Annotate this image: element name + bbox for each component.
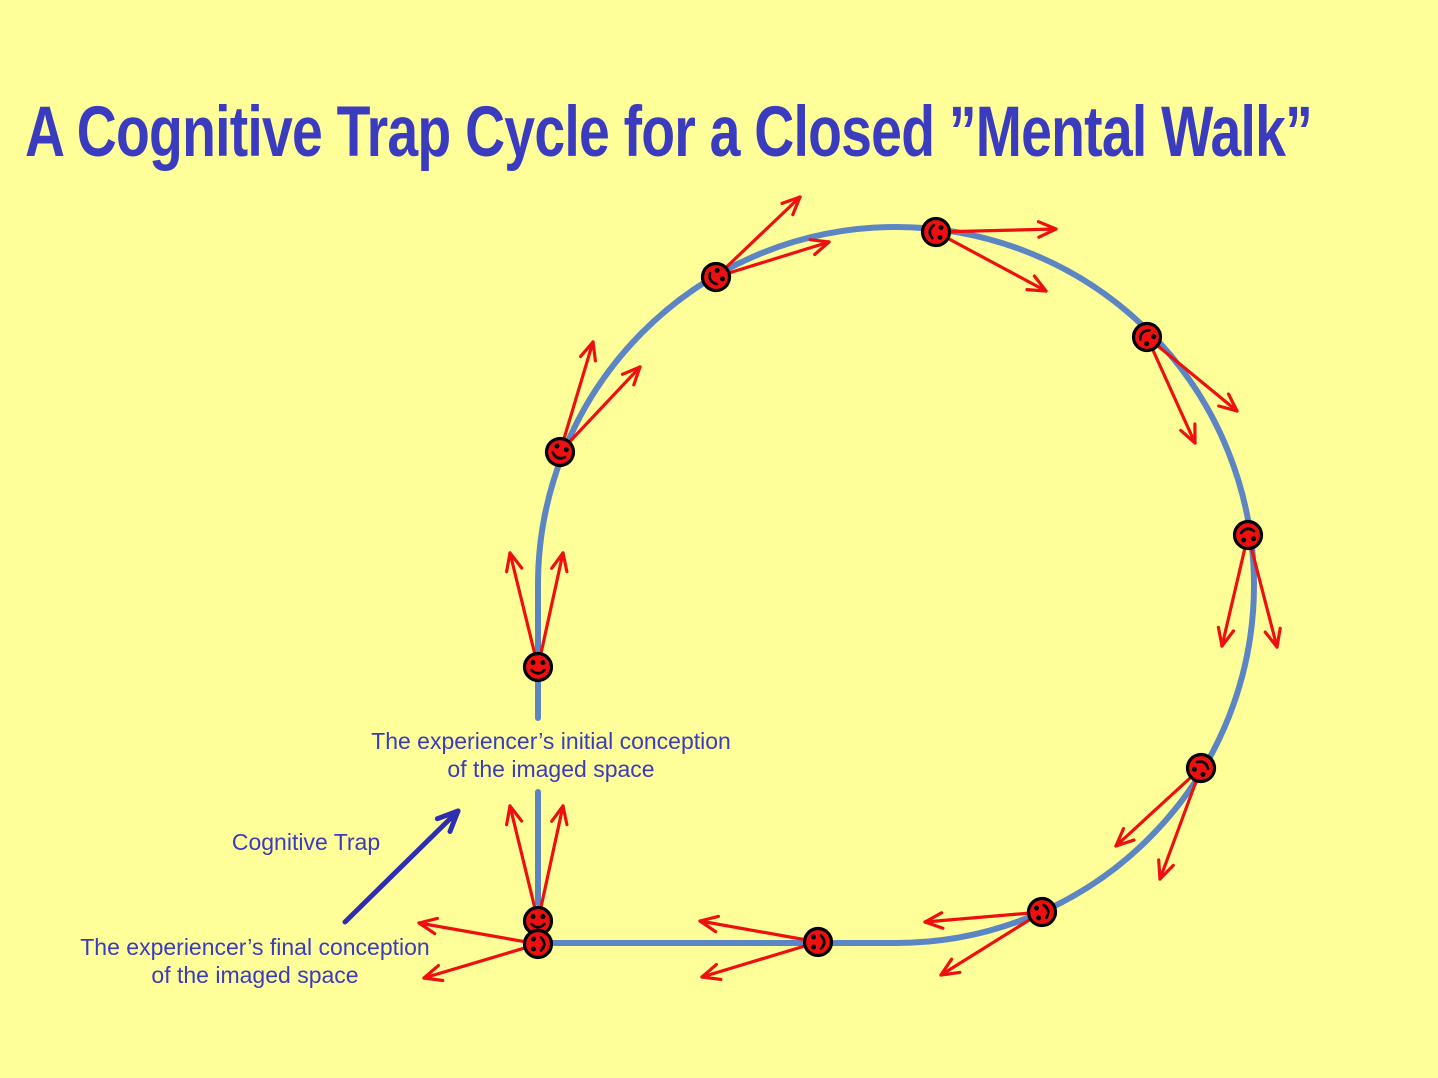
smiley-eye (563, 447, 569, 453)
gaze-arrow (934, 230, 1048, 293)
walker-smiley (700, 261, 732, 293)
gaze-arrow (558, 340, 598, 454)
smiley-eye (540, 660, 546, 665)
gaze-arrow (505, 551, 540, 669)
smiley-eye (1036, 915, 1042, 921)
walker-smiley (1232, 519, 1264, 551)
gaze-arrow (700, 940, 820, 982)
final-conception-label: The experiencer’s final conception of th… (80, 933, 429, 989)
walker-smiley (544, 436, 576, 468)
smiley-eye (531, 936, 536, 942)
smiley-eye (811, 934, 816, 940)
smiley-mouth (819, 934, 826, 950)
smiley-mouth (1138, 328, 1151, 341)
smiley-eye (938, 224, 944, 230)
gaze-arrow (923, 910, 1044, 930)
smiley-eye (1034, 905, 1040, 911)
gaze-arrow (934, 220, 1058, 239)
gaze-arrow (1246, 533, 1282, 649)
smiley-eye (1191, 766, 1197, 772)
gaze-arrow (536, 804, 569, 923)
smiley-mouth (708, 271, 719, 286)
walker-smiley (1026, 896, 1058, 928)
gaze-arrow (1145, 335, 1239, 413)
gaze-arrow (1114, 766, 1203, 848)
final-conception-line1: The experiencer’s final conception (80, 934, 430, 960)
smiley-eye (1200, 771, 1206, 777)
smiley-eye (1151, 334, 1157, 340)
smiley-eye (1251, 536, 1257, 542)
smiley-mouth (928, 223, 935, 240)
slide-title: A Cognitive Trap Cycle for a Closed ”Men… (25, 92, 1313, 172)
walker-smiley (1131, 321, 1163, 353)
initial-conception-line2: of the imaged space (447, 756, 655, 783)
smiley-eye (937, 234, 943, 240)
smiley-mouth (530, 668, 546, 675)
smiley-eye (540, 914, 546, 919)
gaze-arrow (1216, 533, 1250, 648)
walker-smiley (522, 651, 554, 683)
smiley-mouth (1042, 903, 1050, 920)
final-conception-line2: of the imaged space (151, 962, 359, 989)
smiley-mouth (530, 922, 546, 929)
gaze-arrow (714, 238, 831, 279)
walker-smiley (1185, 752, 1217, 784)
smiley-eye (530, 914, 536, 919)
gaze-arrow (558, 365, 642, 454)
gaze-arrow (698, 914, 820, 944)
smiley-mouth (1195, 760, 1210, 771)
smiley-mouth (1239, 527, 1256, 535)
initial-conception-line1: The experiencer’s initial conception (371, 728, 731, 754)
smiley-eye (554, 443, 560, 449)
gaze-arrow (714, 195, 802, 279)
gaze-arrow (1157, 766, 1203, 881)
smiley-mouth (539, 936, 546, 952)
smiley-eye (714, 267, 720, 273)
gaze-arrow (939, 910, 1044, 977)
walker-smiley (522, 928, 554, 960)
smiley-eye (811, 944, 816, 950)
initial-conception-label: The experiencer’s initial conception of … (371, 727, 731, 783)
gaze-arrow (417, 916, 540, 946)
smiley-eye (719, 276, 725, 282)
smiley-eye (530, 660, 536, 665)
smiley-eye (1241, 537, 1247, 543)
smiley-mouth (551, 451, 567, 460)
cognitive-trap-arrow (342, 808, 461, 925)
gaze-arrow (422, 942, 540, 983)
gaze-arrow (505, 804, 540, 923)
walker-smiley (920, 216, 952, 248)
gaze-arrow (1145, 335, 1197, 445)
smiley-eye (1144, 341, 1150, 347)
gaze-arrow (536, 551, 569, 669)
smiley-eye (531, 946, 536, 952)
cognitive-trap-label: Cognitive Trap (231, 829, 381, 855)
walker-smiley (802, 926, 834, 958)
